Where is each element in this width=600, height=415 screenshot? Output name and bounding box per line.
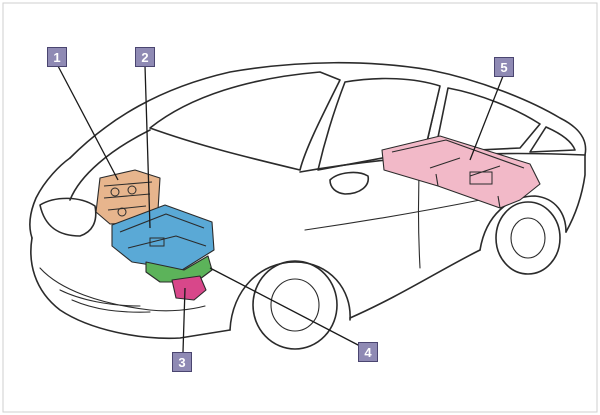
callout-3: 3: [172, 352, 192, 372]
side-mirror: [329, 171, 370, 195]
callout-5: 5: [494, 57, 514, 77]
callout-2: 2: [135, 47, 155, 67]
front-wheel: [252, 260, 338, 350]
battery-component: [381, 135, 541, 209]
leader-lines: [57, 65, 504, 353]
rear-body: [565, 154, 586, 233]
front-wheel-arch: [229, 261, 351, 331]
leader-4: [209, 267, 361, 347]
callout-1: 1: [47, 47, 67, 67]
rear-quarter-window: [529, 126, 576, 153]
rear-wheel: [495, 201, 561, 275]
leader-1: [57, 65, 119, 181]
car-hood: [29, 157, 71, 239]
front-wheel-hub: [270, 278, 320, 332]
rear-wheel-arch: [479, 195, 567, 251]
headlight: [39, 197, 97, 237]
lower-grille: [59, 289, 151, 313]
rear-wheel-hub: [510, 217, 546, 259]
rear-side-window: [434, 87, 541, 153]
car-body: [29, 61, 587, 350]
callout-4: 4: [358, 342, 378, 362]
leader-3: [182, 287, 186, 353]
front-bumper: [30, 237, 231, 340]
car-roof: [69, 61, 587, 159]
windshield: [149, 71, 341, 171]
leader-5: [469, 75, 504, 161]
inverter-component: [111, 204, 215, 271]
side-sill: [349, 249, 481, 319]
transaxle-component: [145, 255, 213, 283]
motor-component: [171, 275, 207, 301]
bumper-lower-line: [39, 267, 206, 312]
leader-2: [144, 65, 151, 229]
